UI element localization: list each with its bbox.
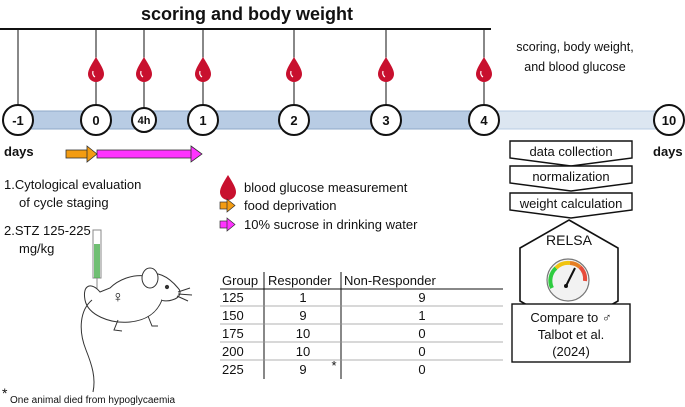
gauge-icon xyxy=(546,258,590,302)
timeline-node-label: 2 xyxy=(290,113,297,128)
pipeline-step-1-label: data collection xyxy=(529,144,612,159)
step-2: 2.STZ 125-225 xyxy=(4,223,91,238)
timeline-node xyxy=(278,104,310,136)
legend-magenta-arrow-icon xyxy=(219,217,236,232)
blood-drop-highlight xyxy=(290,70,294,78)
table-cell: 1 xyxy=(299,290,306,305)
table-header-cell: Group xyxy=(222,273,258,288)
legend-label-sucrose: 10% sucrose in drinking water xyxy=(244,217,418,232)
timeline-node xyxy=(653,104,685,136)
table-cell: 9 xyxy=(299,362,306,377)
blood-drop-highlight xyxy=(199,70,203,78)
blood-drop-icon xyxy=(195,57,211,82)
table-header-cell: Non-Responder xyxy=(344,273,436,288)
timeline-node-label: 4 xyxy=(480,113,488,128)
timeline-nodes: -1 0 4h 1 2 3 4 10 xyxy=(2,29,685,136)
table-cell: 1 xyxy=(418,308,425,323)
table-asterisk: * xyxy=(331,358,336,373)
timeline-node-label: 1 xyxy=(199,113,206,128)
table-cell: 10 xyxy=(296,326,310,341)
right-note-line-2: and blood glucose xyxy=(524,60,626,74)
pipeline-step-3-box xyxy=(509,192,633,219)
table-cell: 0 xyxy=(418,326,425,341)
step-1-line-2: of cycle staging xyxy=(19,195,109,210)
footnote-text: One animal died from hypoglycaemia xyxy=(10,395,176,406)
compare-line-1: Compare to ♂ xyxy=(530,310,611,325)
analysis-pipeline xyxy=(509,140,633,363)
compare-line-3: (2024) xyxy=(552,344,590,359)
mouse-illustration xyxy=(80,229,193,393)
blood-drop-icon xyxy=(378,57,394,82)
timeline-node-label: 0 xyxy=(92,113,99,128)
legend-label-glucose: blood glucose measurement xyxy=(244,180,408,195)
female-symbol: ♀ xyxy=(112,289,124,306)
pipeline-step-1-box xyxy=(509,140,633,167)
blood-drop-highlight xyxy=(92,70,96,78)
blood-drop-highlight xyxy=(140,70,144,78)
pipeline-step-3-label: weight calculation xyxy=(519,196,623,211)
timeline-node-label: 3 xyxy=(382,113,389,128)
legend-label-food: food deprivation xyxy=(244,198,337,213)
compare-line-2: Talbot et al. xyxy=(538,327,605,342)
table-header-cell: Responder xyxy=(268,273,332,288)
compare-box xyxy=(511,303,631,363)
timeline-node xyxy=(2,104,34,136)
timeline-node xyxy=(370,104,402,136)
legend-orange-arrow-icon xyxy=(219,198,236,213)
table-cell: 150 xyxy=(222,308,244,323)
table-cell: 200 xyxy=(222,344,244,359)
banner-title: scoring and body weight xyxy=(141,4,353,24)
table-cell: 0 xyxy=(418,362,425,377)
table-cell: 10 xyxy=(296,344,310,359)
blood-drop-icon xyxy=(476,57,492,82)
legend-blood-drop-icon xyxy=(220,175,236,200)
pipeline-step-2-box xyxy=(509,165,633,192)
step-1: 1.Cytological evaluation xyxy=(4,177,141,192)
pipeline-step-2-label: normalization xyxy=(532,169,609,184)
table-cell: 175 xyxy=(222,326,244,341)
days-label-left: days xyxy=(4,144,34,159)
blood-drop-icon xyxy=(286,57,302,82)
step-2-line-2: mg/kg xyxy=(19,241,54,256)
table-cell: 0 xyxy=(418,344,425,359)
timeline-node xyxy=(468,104,500,136)
timeline-node-label: 10 xyxy=(662,113,676,128)
table-cell: 125 xyxy=(222,290,244,305)
blood-drop-icon xyxy=(88,57,104,82)
timeline-node-label: -1 xyxy=(12,113,24,128)
blood-drop-icon xyxy=(136,57,152,82)
timeline-node xyxy=(187,104,219,136)
timeline-node xyxy=(131,107,157,133)
relsa-label: RELSA xyxy=(546,232,593,248)
orange-arrow-icon xyxy=(65,145,98,163)
blood-drop-highlight xyxy=(480,70,484,78)
responder-table: Group Responder Non-Responder 125 1 9 150 9 1 175… xyxy=(220,272,503,379)
magenta-arrow-icon xyxy=(96,145,203,163)
blood-drop-highlight xyxy=(382,70,386,78)
table-cell: 9 xyxy=(299,308,306,323)
timeline-bar-late xyxy=(483,110,670,130)
timeline-node-label: 4h xyxy=(138,115,151,127)
right-note-line-1: scoring, body weight, xyxy=(516,40,633,54)
table-cell: 9 xyxy=(418,290,425,305)
table-cell: 225 xyxy=(222,362,244,377)
timeline-node xyxy=(80,104,112,136)
days-label-right: days xyxy=(653,144,683,159)
footnote-mark: * xyxy=(2,385,8,401)
